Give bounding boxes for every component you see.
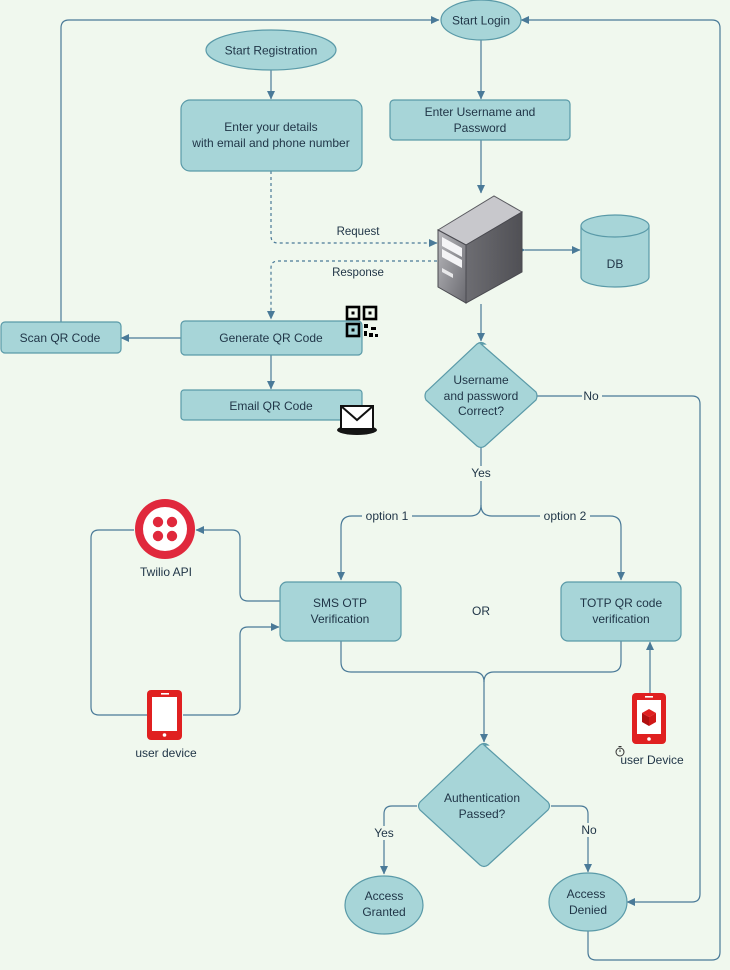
edge-option-1: [337, 504, 482, 581]
edge-check-no: [537, 395, 701, 906]
node-sms-otp: SMS OTP Verification: [279, 581, 402, 642]
edge-denied-to-login: [520, 16, 721, 961]
node-access-denied: Access Denied: [548, 872, 628, 932]
node-auth-check: Authentication Passed?: [417, 742, 551, 868]
node-email-qr: Email QR Code: [180, 389, 363, 421]
access-denied-line-1: Access: [567, 887, 606, 901]
node-totp: TOTP QR code verification: [560, 581, 682, 642]
database-icon: DB: [580, 214, 650, 288]
edge-option-2: [480, 504, 625, 581]
edge-twilio-to-device: [90, 529, 147, 716]
node-access-granted: Access Granted: [344, 875, 424, 935]
totp-line-1: TOTP QR code: [580, 596, 663, 610]
node-enter-details: Enter your details with email and phone …: [180, 99, 363, 172]
access-granted-line-2: Granted: [362, 905, 405, 919]
response-label: Response: [332, 267, 384, 279]
edge-sms-to-twilio: [195, 526, 280, 602]
edges: [60, 16, 721, 961]
edge-labels: Request Response No Yes option 1 option …: [332, 226, 602, 840]
node-start-registration: Start Registration: [205, 29, 337, 71]
access-denied-line-2: Denied: [569, 903, 607, 917]
twilio-logo-icon: [135, 499, 195, 559]
totp-line-2: verification: [592, 612, 649, 626]
node-generate-qr: Generate QR Code: [180, 320, 363, 356]
db-label: DB: [607, 257, 624, 271]
edge-scan-to-login: [60, 16, 440, 322]
credentials-check-line-3: Correct?: [458, 404, 504, 418]
option-1-label: option 1: [366, 509, 409, 523]
no-label: No: [583, 389, 599, 403]
edge-device-to-sms: [183, 623, 280, 716]
edge-totp-merge: [483, 641, 622, 683]
server-icon: [436, 195, 523, 304]
user-device-totp-label: user Device: [620, 753, 684, 767]
credentials-check-line-2: and password: [444, 389, 519, 403]
yes-label: Yes: [471, 466, 491, 480]
node-start-login: Start Login: [440, 0, 522, 41]
node-scan-qr: Scan QR Code: [0, 321, 122, 354]
enter-credentials-line-2: Password: [454, 121, 507, 135]
email-qr-label: Email QR Code: [229, 399, 313, 413]
option-2-label: option 2: [544, 509, 587, 523]
start-login-label: Start Login: [452, 14, 510, 28]
authenticator-phone-icon: [632, 693, 666, 744]
scan-qr-label: Scan QR Code: [20, 331, 101, 345]
access-granted-line-1: Access: [365, 889, 404, 903]
sms-otp-line-2: Verification: [311, 612, 370, 626]
enter-details-line-1: Enter your details: [224, 120, 317, 134]
node-enter-credentials: Enter Username and Password: [389, 99, 571, 141]
qr-code-icon: [345, 305, 378, 338]
edge-response: [267, 260, 437, 320]
request-label: Request: [337, 226, 381, 238]
auth-check-line-2: Passed?: [459, 807, 506, 821]
sms-otp-line-1: SMS OTP: [313, 596, 367, 610]
credentials-check-line-1: Username: [453, 373, 509, 387]
edge-sms-merge: [340, 641, 485, 683]
auth-no-label: No: [581, 823, 597, 837]
enter-details-line-2: with email and phone number: [191, 136, 349, 150]
auth-yes-label: Yes: [374, 826, 394, 840]
edge-auth-yes: [380, 805, 417, 875]
envelope-icon: [337, 405, 377, 435]
twilio-label: Twilio API: [140, 565, 192, 579]
enter-credentials-line-1: Enter Username and: [425, 105, 536, 119]
start-registration-label: Start Registration: [225, 44, 318, 58]
generate-qr-label: Generate QR Code: [219, 331, 323, 345]
or-label: OR: [472, 604, 490, 618]
user-device-sms-label: user device: [135, 746, 197, 760]
timer-icon: [615, 746, 625, 757]
node-credentials-check: Username and password Correct?: [424, 341, 538, 449]
auth-check-line-1: Authentication: [444, 791, 520, 805]
edge-auth-no: [551, 805, 592, 873]
phone-icon: [147, 690, 182, 740]
